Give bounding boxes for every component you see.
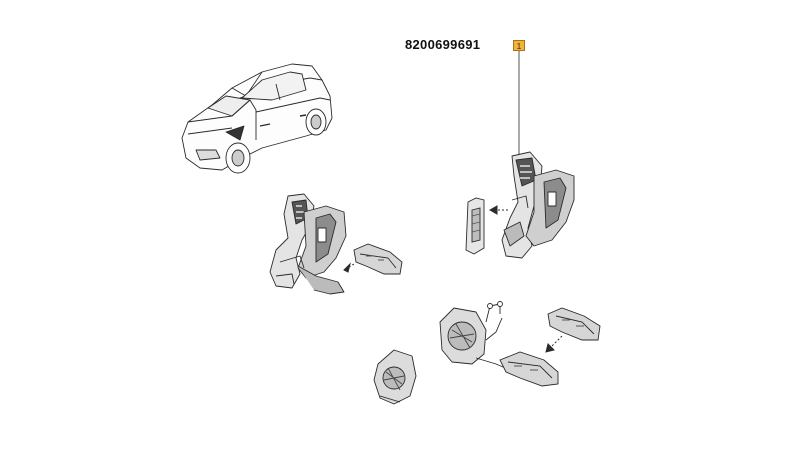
left-arrow — [343, 262, 355, 273]
callout-badge[interactable]: 1 — [513, 40, 525, 51]
small-latch-part — [373, 349, 417, 405]
main-door-lock — [501, 151, 575, 259]
rear-latch-assembly — [439, 301, 511, 371]
left-door-handle — [353, 243, 403, 275]
lock-cylinder-part — [465, 197, 485, 255]
rear-inner-handle — [499, 351, 559, 387]
rear-arrow — [545, 335, 563, 353]
car-illustration — [181, 63, 333, 174]
rear-outer-handle — [547, 307, 601, 341]
main-arrow — [488, 205, 508, 215]
left-door-lock — [269, 193, 347, 295]
part-number-label: 8200699691 — [405, 37, 481, 52]
